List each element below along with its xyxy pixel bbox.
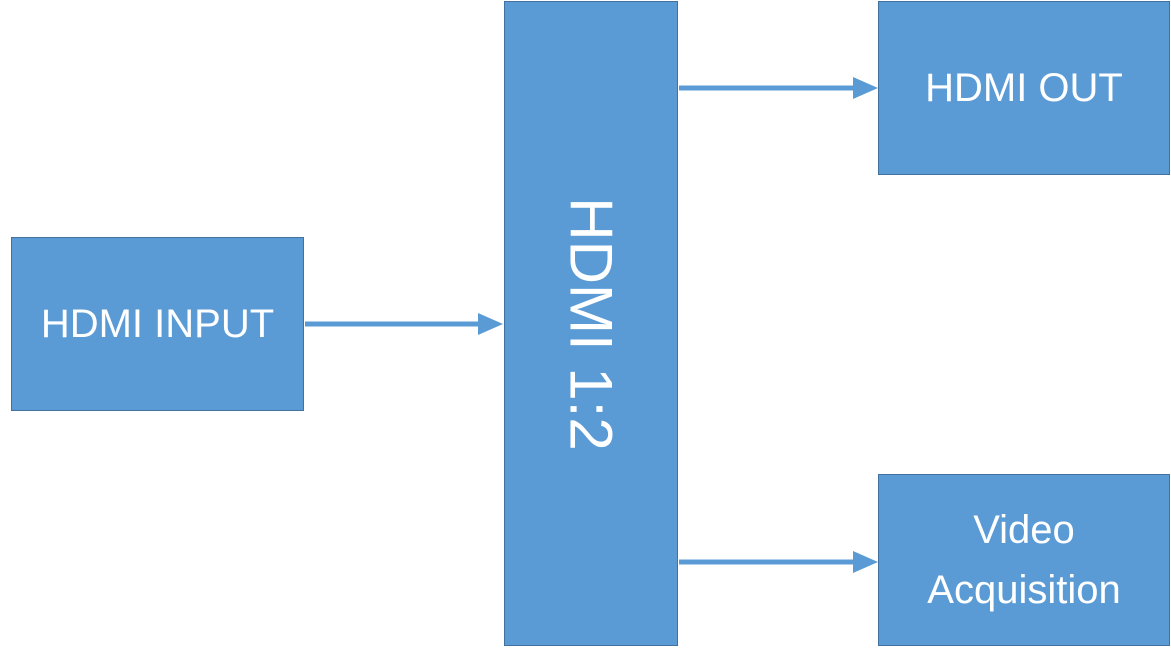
- hdmi-input-node: HDMI INPUT: [11, 237, 304, 411]
- arrow-splitter-to-out: [679, 77, 878, 99]
- hdmi-out-label: HDMI OUT: [925, 66, 1123, 110]
- arrow-input-to-splitter-head: [478, 313, 503, 335]
- hdmi-splitter-label: HDMI 1:2: [558, 196, 626, 451]
- hdmi-out-node: HDMI OUT: [878, 1, 1170, 175]
- video-acquisition-node: Video Acquisition: [878, 474, 1170, 646]
- arrow-splitter-to-video-head: [853, 551, 878, 573]
- arrow-splitter-to-video: [679, 551, 878, 573]
- arrow-input-to-splitter: [305, 313, 503, 335]
- video-acquisition-label: Video Acquisition: [927, 508, 1121, 612]
- hdmi-splitter-node: HDMI 1:2: [504, 1, 678, 646]
- arrow-splitter-to-out-head: [853, 77, 878, 99]
- hdmi-input-label: HDMI INPUT: [40, 302, 275, 346]
